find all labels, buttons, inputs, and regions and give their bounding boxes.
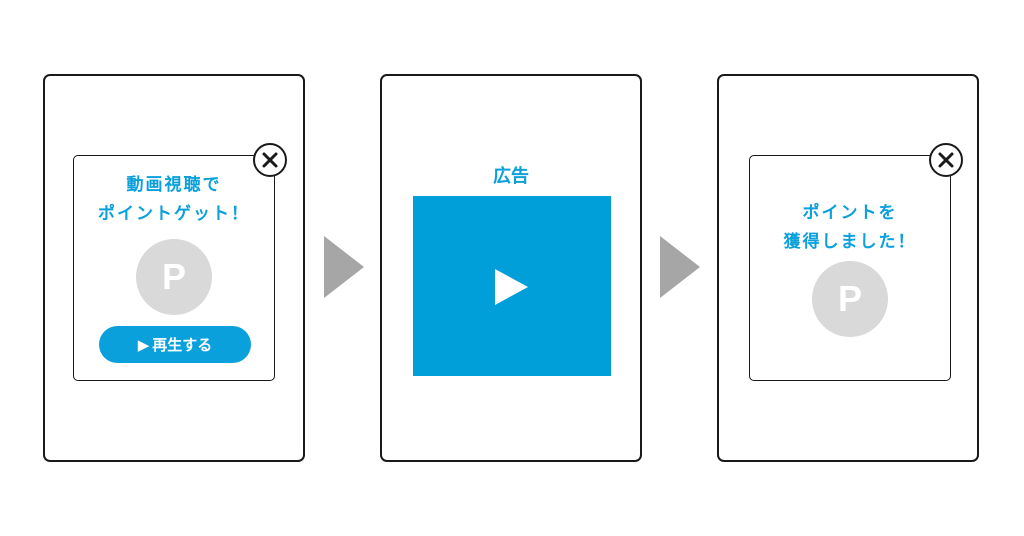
close-icon[interactable] xyxy=(253,143,287,177)
reward-message-line1: ポイントを xyxy=(802,203,898,223)
play-icon: ▶ xyxy=(137,335,150,354)
point-coin-letter: P xyxy=(161,256,186,297)
phone-frame-step2: 広告 xyxy=(380,74,642,462)
video-play-icon[interactable] xyxy=(495,269,528,305)
flow-arrow-icon xyxy=(324,236,364,298)
phone-frame-step1: 動画視聴で ポイントゲット！ P ▶ 再生する xyxy=(43,74,305,462)
flow-arrow-icon xyxy=(660,236,700,298)
play-button[interactable]: ▶ 再生する xyxy=(99,326,251,363)
offer-message-line2: ポイントゲット！ xyxy=(98,204,250,224)
ad-label: 広告 xyxy=(493,166,529,187)
point-coin-icon: P xyxy=(812,261,888,337)
offer-message-line1: 動画視聴で xyxy=(126,175,222,195)
close-icon[interactable] xyxy=(929,143,963,177)
offer-popup: 動画視聴で ポイントゲット！ P ▶ 再生する xyxy=(73,143,287,381)
point-coin-letter: P xyxy=(837,278,862,319)
ad-video-player[interactable] xyxy=(413,196,611,376)
reward-message: ポイントを 獲得しました！ xyxy=(750,199,950,257)
phone-frame-step3: ポイントを 獲得しました！ P xyxy=(717,74,979,462)
offer-message: 動画視聴で ポイントゲット！ xyxy=(74,171,274,229)
reward-message-line2: 獲得しました！ xyxy=(783,232,917,252)
point-coin-icon: P xyxy=(136,239,212,315)
reward-popup: ポイントを 獲得しました！ P xyxy=(749,143,963,381)
play-button-label: 再生する xyxy=(152,336,213,354)
